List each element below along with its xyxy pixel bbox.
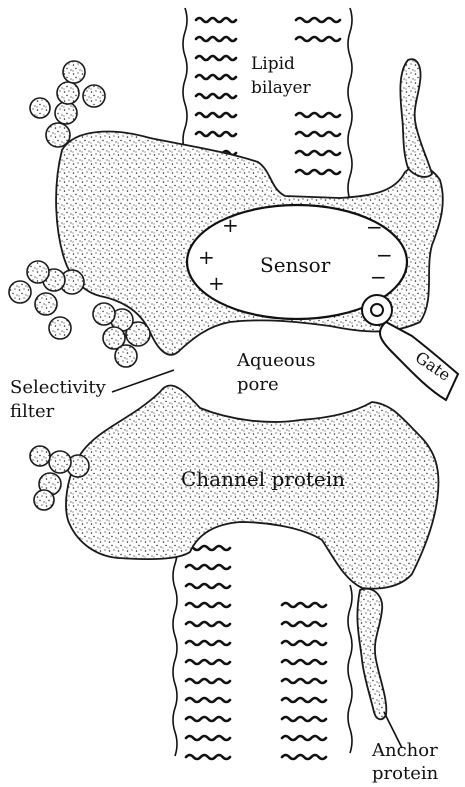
sensor-negative-charge: − [366,215,383,239]
lipid-tail [196,18,236,22]
bilayer-edge [348,8,352,200]
lipid-bilayer-label-line1: Lipid [251,54,295,74]
anchor-protein-label-line1: Anchor [371,740,438,761]
lipid-tail [282,679,326,683]
lipid-tail [296,18,340,22]
lipid-tail [282,755,326,759]
lipid-tail [186,736,230,740]
selectivity-filter-label-line1: Selectivity [10,377,107,398]
lipid-tail [196,132,236,136]
sugar-chain [9,261,84,339]
sensor-label: Sensor [260,253,331,277]
lipid-tail [186,717,230,721]
channel-protein-label: Channel protein [181,467,345,491]
sensor-negative-charge: − [370,265,387,289]
anchor-protein [357,589,402,748]
sensor-positive-charge: + [222,213,239,237]
lipid-tail [186,641,230,645]
lipid-tail [282,717,326,721]
lipid-tail [196,94,236,98]
lipid-tail [296,132,340,136]
lipid-tail [282,622,326,626]
lipid-tail [186,565,230,569]
lipid-tail [196,37,236,41]
lipid-tail [196,113,236,117]
lipid-tail [282,660,326,664]
lipid-bilayer-label-line2: bilayer [251,78,312,98]
bilayer-edge [173,540,177,756]
lipid-tail [282,641,326,645]
lipid-tail [196,75,236,79]
lipid-tail [186,622,230,626]
selectivity-filter-label-line2: filter [10,401,55,422]
upper-anchor-strand [400,59,432,177]
lipid-tail [186,584,230,588]
lipid-tail [186,755,230,759]
lipid-tail [186,603,230,607]
lipid-tail [196,56,236,60]
bilayer-edge [348,585,352,753]
lipid-tail [296,37,340,41]
anchor-protein-label-line2: protein [372,763,439,784]
lipid-tail [186,660,230,664]
lipid-tail [282,603,326,607]
lipid-tail [296,170,340,174]
lipid-tail [186,698,230,702]
sensor-positive-charge: + [208,271,225,295]
lipid-tail [282,736,326,740]
sensor-negative-charge: − [376,243,393,267]
lower-lipid-bilayer [173,540,352,759]
lipid-tail [186,679,230,683]
aqueous-pore-label-line2: pore [237,374,279,395]
lipid-tail [296,151,340,155]
lipid-tail [282,698,326,702]
aqueous-pore-label-line1: Aqueous [236,350,315,371]
sensor-positive-charge: + [198,245,215,269]
lipid-tail [296,113,340,117]
